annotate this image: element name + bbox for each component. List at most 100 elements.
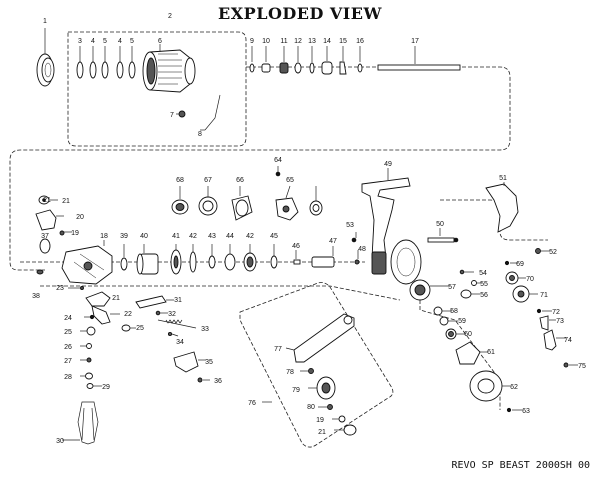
part-19-screw-top <box>59 230 72 236</box>
part-label-21: 21 <box>43 197 51 204</box>
part-11-collar <box>279 46 289 74</box>
part-78-handle-knob <box>308 376 336 400</box>
part-17-main-shaft <box>377 46 461 71</box>
part-label-20: 20 <box>76 214 84 221</box>
part-label-50: 50 <box>436 221 444 228</box>
part-label-77: 77 <box>274 346 282 353</box>
part-19b-bail-link <box>85 291 111 307</box>
part-label-65: 65 <box>286 177 294 184</box>
part-label-38: 38 <box>32 293 40 300</box>
part-51-screw <box>535 248 550 254</box>
part-label-33: 33 <box>201 326 209 333</box>
part-16-washer <box>357 46 363 73</box>
part-40-bearing <box>170 244 182 275</box>
part-26-washer <box>80 343 92 349</box>
part-label-27: 27 <box>64 358 72 365</box>
part-9-washer <box>249 46 255 73</box>
part-4-drag-washer <box>89 46 97 79</box>
part-55-pawl <box>460 289 480 299</box>
part-label-40: 40 <box>140 233 148 240</box>
part-label-21: 21 <box>62 198 70 205</box>
part-43-bearing <box>224 244 236 271</box>
part-20-bail-arm-block <box>35 209 64 231</box>
part-label-23: 23 <box>56 285 64 292</box>
part-label-42: 42 <box>246 233 254 240</box>
part-label-76: 76 <box>248 400 256 407</box>
part-29-bail <box>62 401 99 445</box>
rotor-flow-line <box>419 282 501 410</box>
part-label-25: 25 <box>64 329 72 336</box>
part-label-9: 9 <box>250 38 254 45</box>
part-6-spool <box>142 44 196 93</box>
part-68-pin <box>504 260 518 266</box>
part-label-19: 19 <box>71 230 79 237</box>
part-label-63: 63 <box>522 408 530 415</box>
part-3-washer <box>76 46 84 79</box>
part-71-pin <box>536 308 552 314</box>
part-label-69: 69 <box>516 261 524 268</box>
part-label-1: 1 <box>43 18 47 25</box>
part-label-68: 68 <box>176 177 184 184</box>
part-47-nut <box>354 250 360 265</box>
part-7-screw <box>176 110 186 118</box>
part-60-drive-gear-plate <box>455 341 488 365</box>
part-52-screw <box>351 232 357 243</box>
part-label-16: 16 <box>356 38 364 45</box>
part-1-spool-cap <box>36 28 55 87</box>
part-label-74: 74 <box>564 337 572 344</box>
part-label-58: 58 <box>450 308 458 315</box>
part-label-3: 3 <box>78 38 82 45</box>
part-39-pinion <box>136 244 159 275</box>
part-label-30: 30 <box>56 438 64 445</box>
part-label-4: 4 <box>91 38 95 45</box>
part-label-34: 34 <box>176 339 184 346</box>
part-label-53: 53 <box>346 222 354 229</box>
part-label-70: 70 <box>526 276 534 283</box>
part-77b-washer <box>318 404 333 410</box>
lower-flow-line <box>40 285 401 301</box>
part-69-bearing <box>505 271 526 285</box>
part-label-49: 49 <box>384 161 392 168</box>
part-label-22: 22 <box>124 311 132 318</box>
part-59-bearing <box>309 186 323 216</box>
part-label-18: 18 <box>100 233 108 240</box>
part-label-75: 75 <box>578 363 586 370</box>
part-label-54: 54 <box>479 270 487 277</box>
part-label-44: 44 <box>226 233 234 240</box>
part-42b-bushing <box>270 244 278 269</box>
part-80-cap <box>334 424 357 436</box>
part-label-72: 72 <box>552 309 560 316</box>
part-label-14: 14 <box>323 38 331 45</box>
part-24-pin <box>84 314 95 320</box>
part-76-handle-arm <box>285 313 355 363</box>
part-13-ring <box>309 46 315 74</box>
part-label-8: 8 <box>198 131 202 138</box>
part-label-11: 11 <box>280 38 287 45</box>
part-23-pin <box>68 286 84 290</box>
part-label-73: 73 <box>556 318 564 325</box>
part-42-bushing <box>208 244 216 269</box>
part-18-rotor-body <box>61 240 113 285</box>
part-label-61: 61 <box>487 349 495 356</box>
part-30-bail-wire <box>135 295 174 309</box>
part-5-drag-washer <box>101 46 109 79</box>
part-label-2: 2 <box>168 13 172 20</box>
part-label-12: 12 <box>294 38 302 45</box>
part-57-washer <box>433 306 452 316</box>
part-label-21: 21 <box>112 295 120 302</box>
right-flow-line <box>440 199 548 241</box>
part-label-21: 21 <box>318 429 326 436</box>
part-61-drive-gear <box>469 370 510 402</box>
part-label-17: 17 <box>411 38 419 45</box>
part-label-25: 25 <box>136 325 144 332</box>
part-79-bushing <box>332 415 346 423</box>
top-flow-line <box>9 66 511 271</box>
part-label-10: 10 <box>262 38 270 45</box>
part-label-52: 52 <box>549 249 557 256</box>
diagram-title: EXPLODED VIEW <box>218 4 382 23</box>
part-56-rotor-nut <box>409 279 450 301</box>
part-10-bushing <box>261 46 271 73</box>
part-44-bearing <box>243 244 257 272</box>
part-label-62: 62 <box>510 384 518 391</box>
